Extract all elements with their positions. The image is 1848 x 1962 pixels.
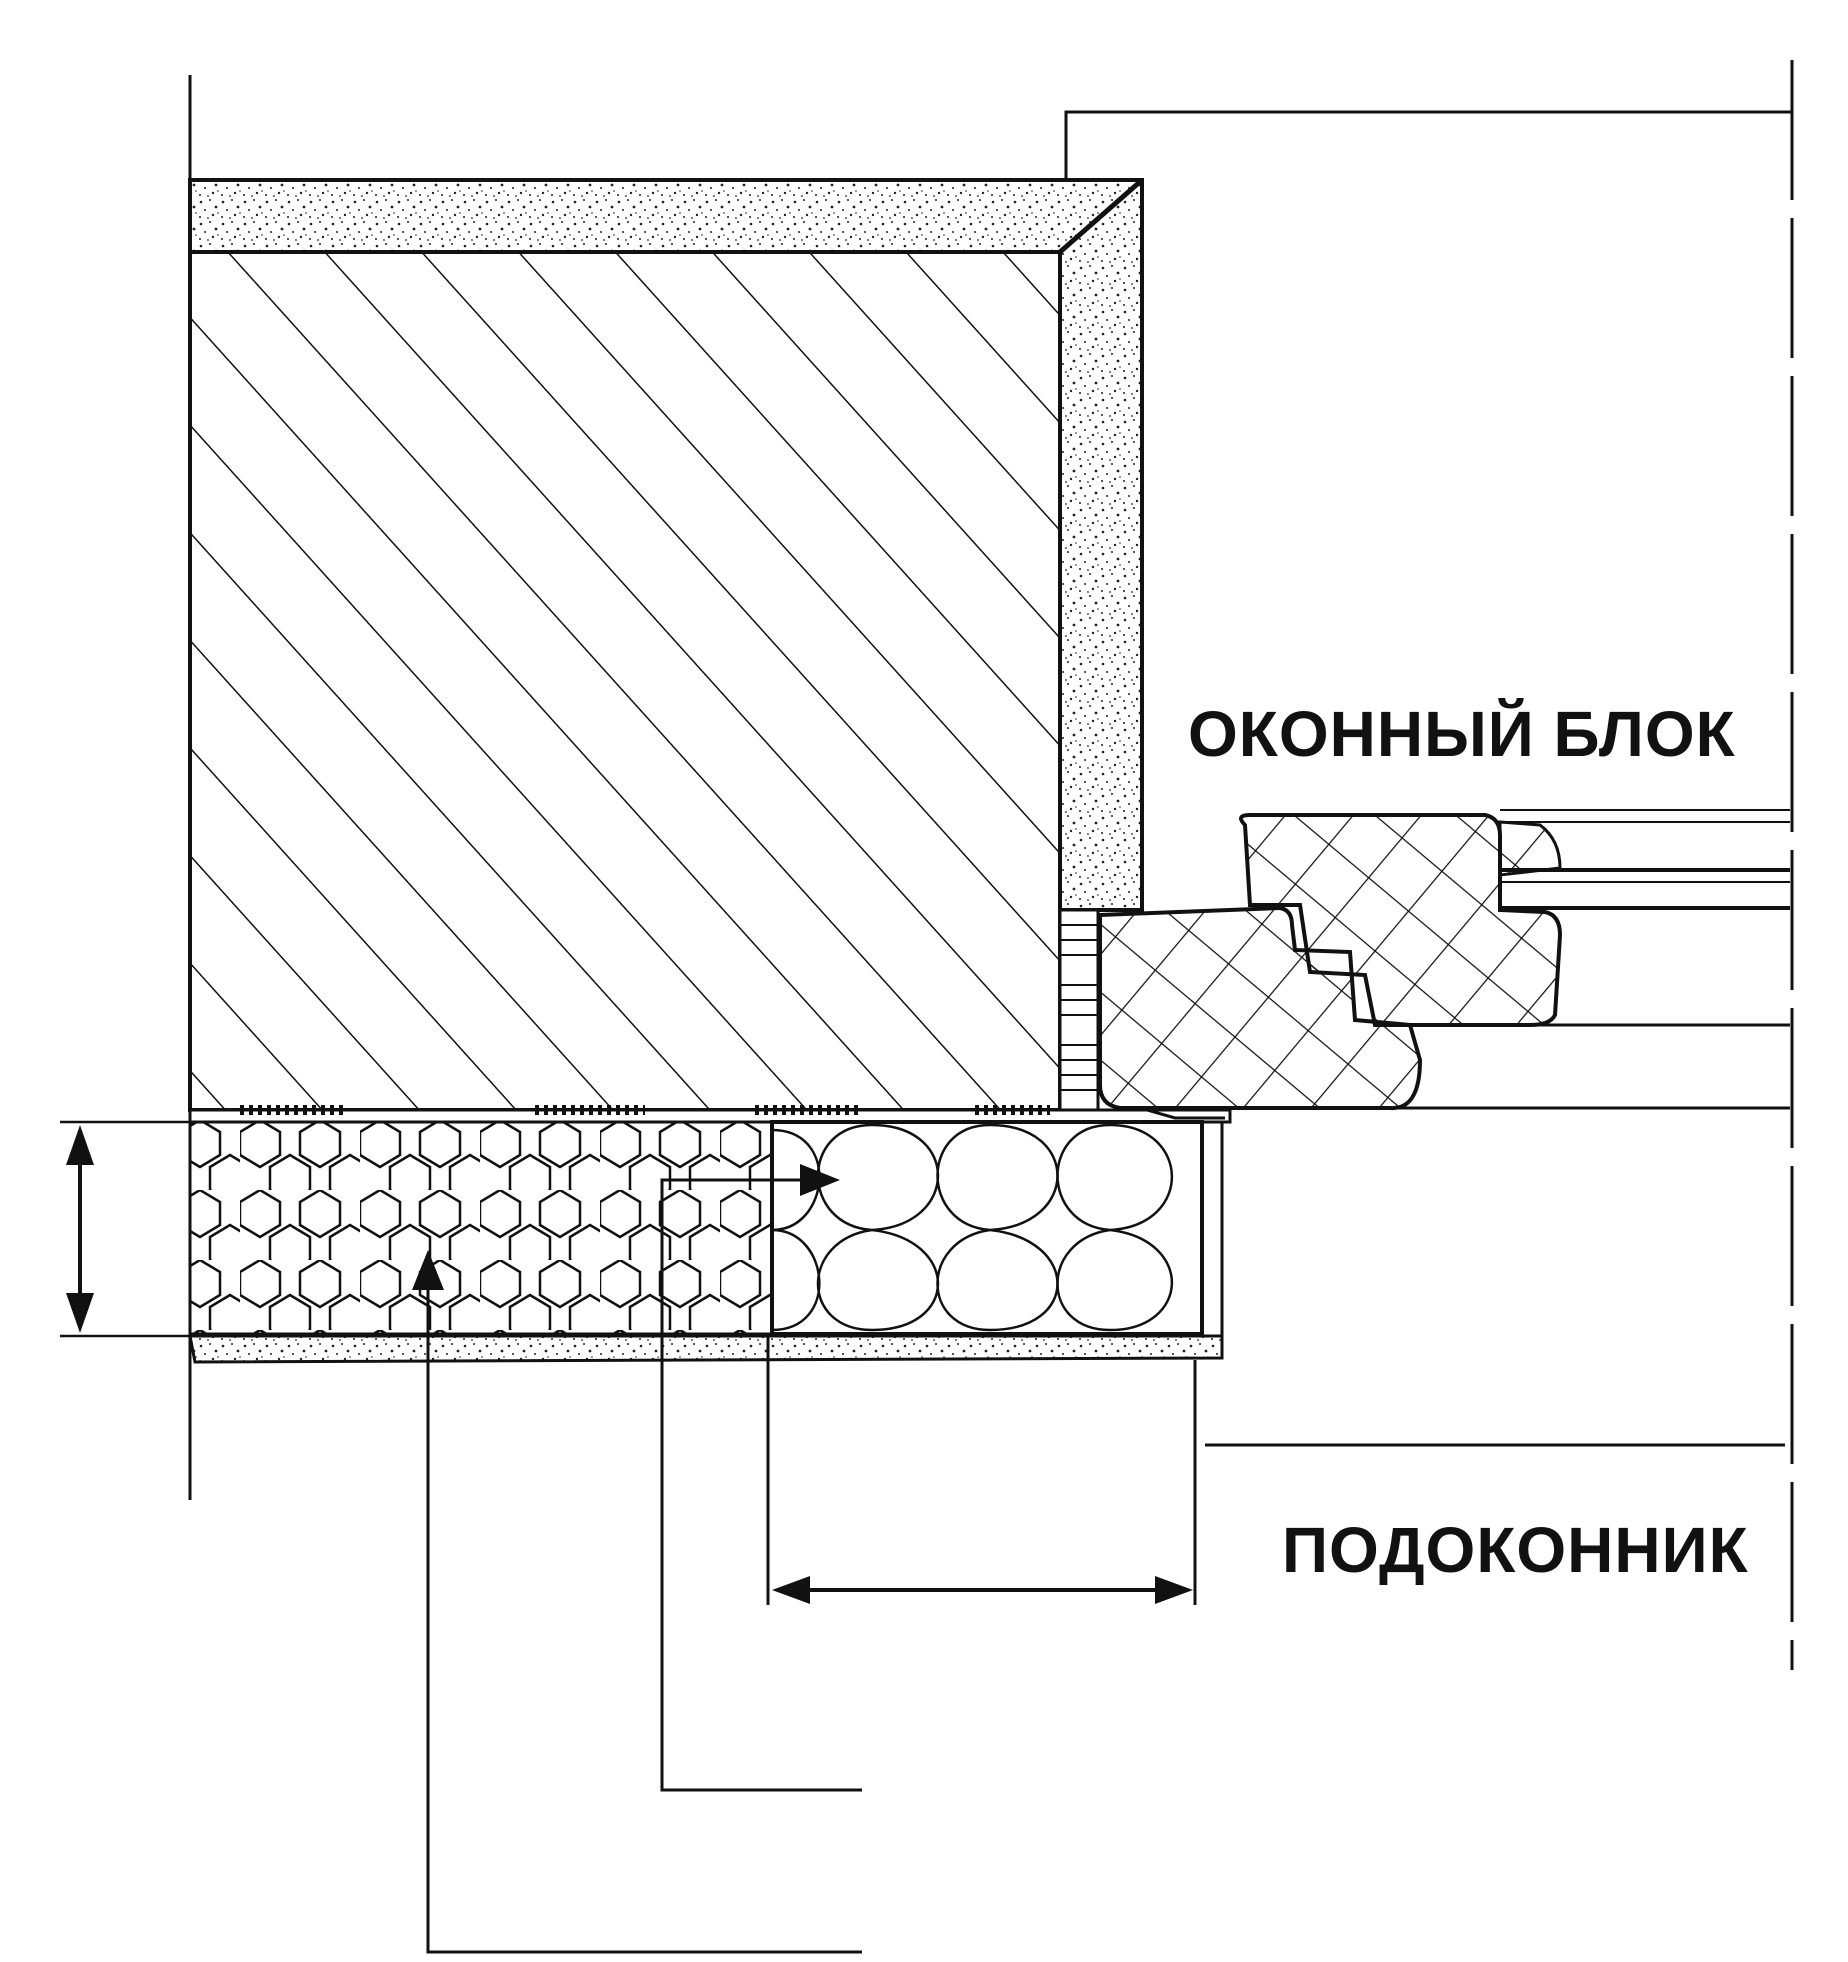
dimension-thickness [60, 1120, 190, 1338]
reveal-outline [1064, 60, 1794, 1670]
masonry-wall [188, 250, 1062, 1112]
leader-rigid-insulation [412, 1250, 862, 1954]
dimension-width [766, 1336, 1197, 1605]
mineral-wool-insulation [770, 1120, 1204, 1336]
frame-sealant [1058, 908, 1100, 1112]
leader-mineral-wool [660, 1164, 862, 1792]
window-block-label: ОКОННЫЙ БЛОК [1188, 698, 1736, 770]
sill-board-finish [188, 1106, 1225, 1364]
rigid-insulation [188, 1120, 774, 1336]
glazing [1500, 809, 1790, 1027]
sill-label: ПОДОКОННИК [1282, 1514, 1749, 1586]
